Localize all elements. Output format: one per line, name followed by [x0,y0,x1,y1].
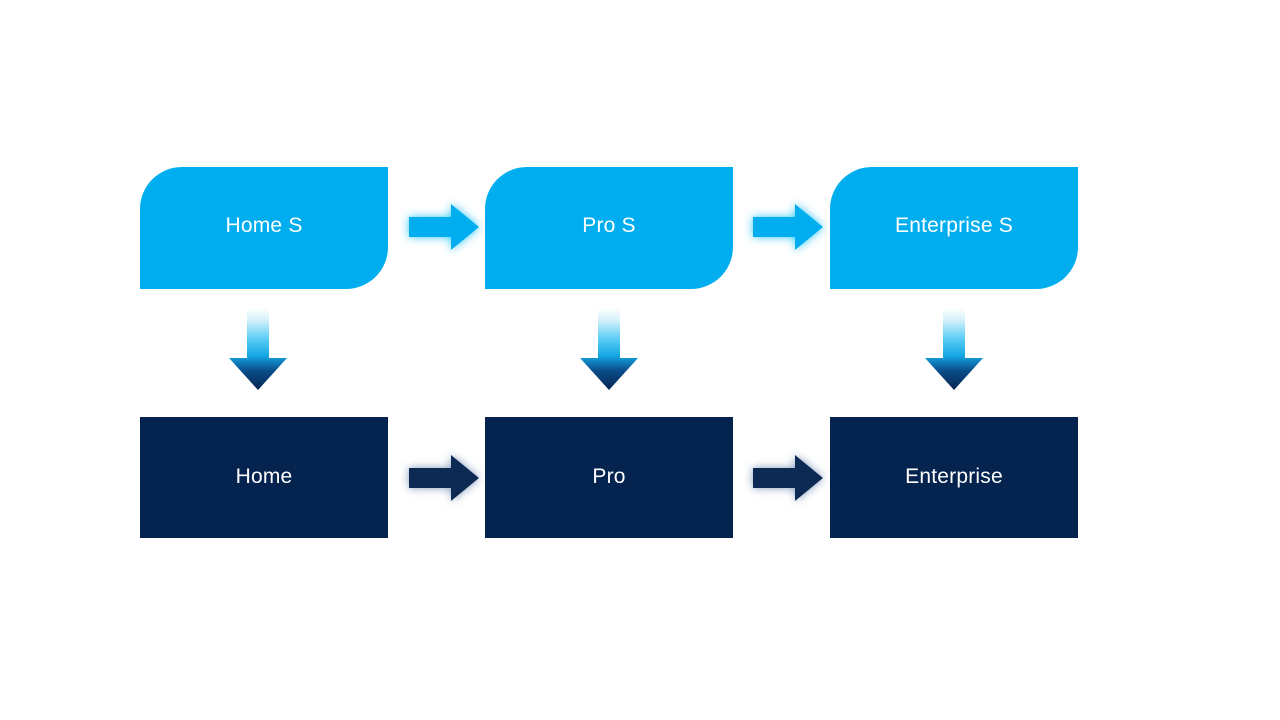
node-enterprise[interactable]: Enterprise [830,417,1078,538]
arrow-home-s-to-pro-s [409,204,479,250]
node-home-label: Home [235,464,293,488]
node-enterprise-s-label: Enterprise S [895,214,1013,238]
node-pro-s-label: Pro S [582,214,636,238]
node-home-s[interactable]: Home S [140,167,388,289]
node-enterprise-label: Enterprise [905,464,1003,488]
arrow-home-s-to-home [229,308,287,390]
node-pro-s[interactable]: Pro S [485,167,733,289]
node-home-s-label: Home S [225,214,303,238]
arrow-pro-s-to-pro [580,308,638,390]
arrow-home-to-pro [409,455,479,501]
node-home[interactable]: Home [140,417,388,538]
arrow-enterprise-s-to-enterprise [925,308,983,390]
arrow-pro-s-to-enterprise-s [753,204,823,250]
node-enterprise-s[interactable]: Enterprise S [830,167,1078,289]
arrow-pro-to-enterprise [753,455,823,501]
node-pro-label: Pro [592,464,626,488]
node-pro[interactable]: Pro [485,417,733,538]
